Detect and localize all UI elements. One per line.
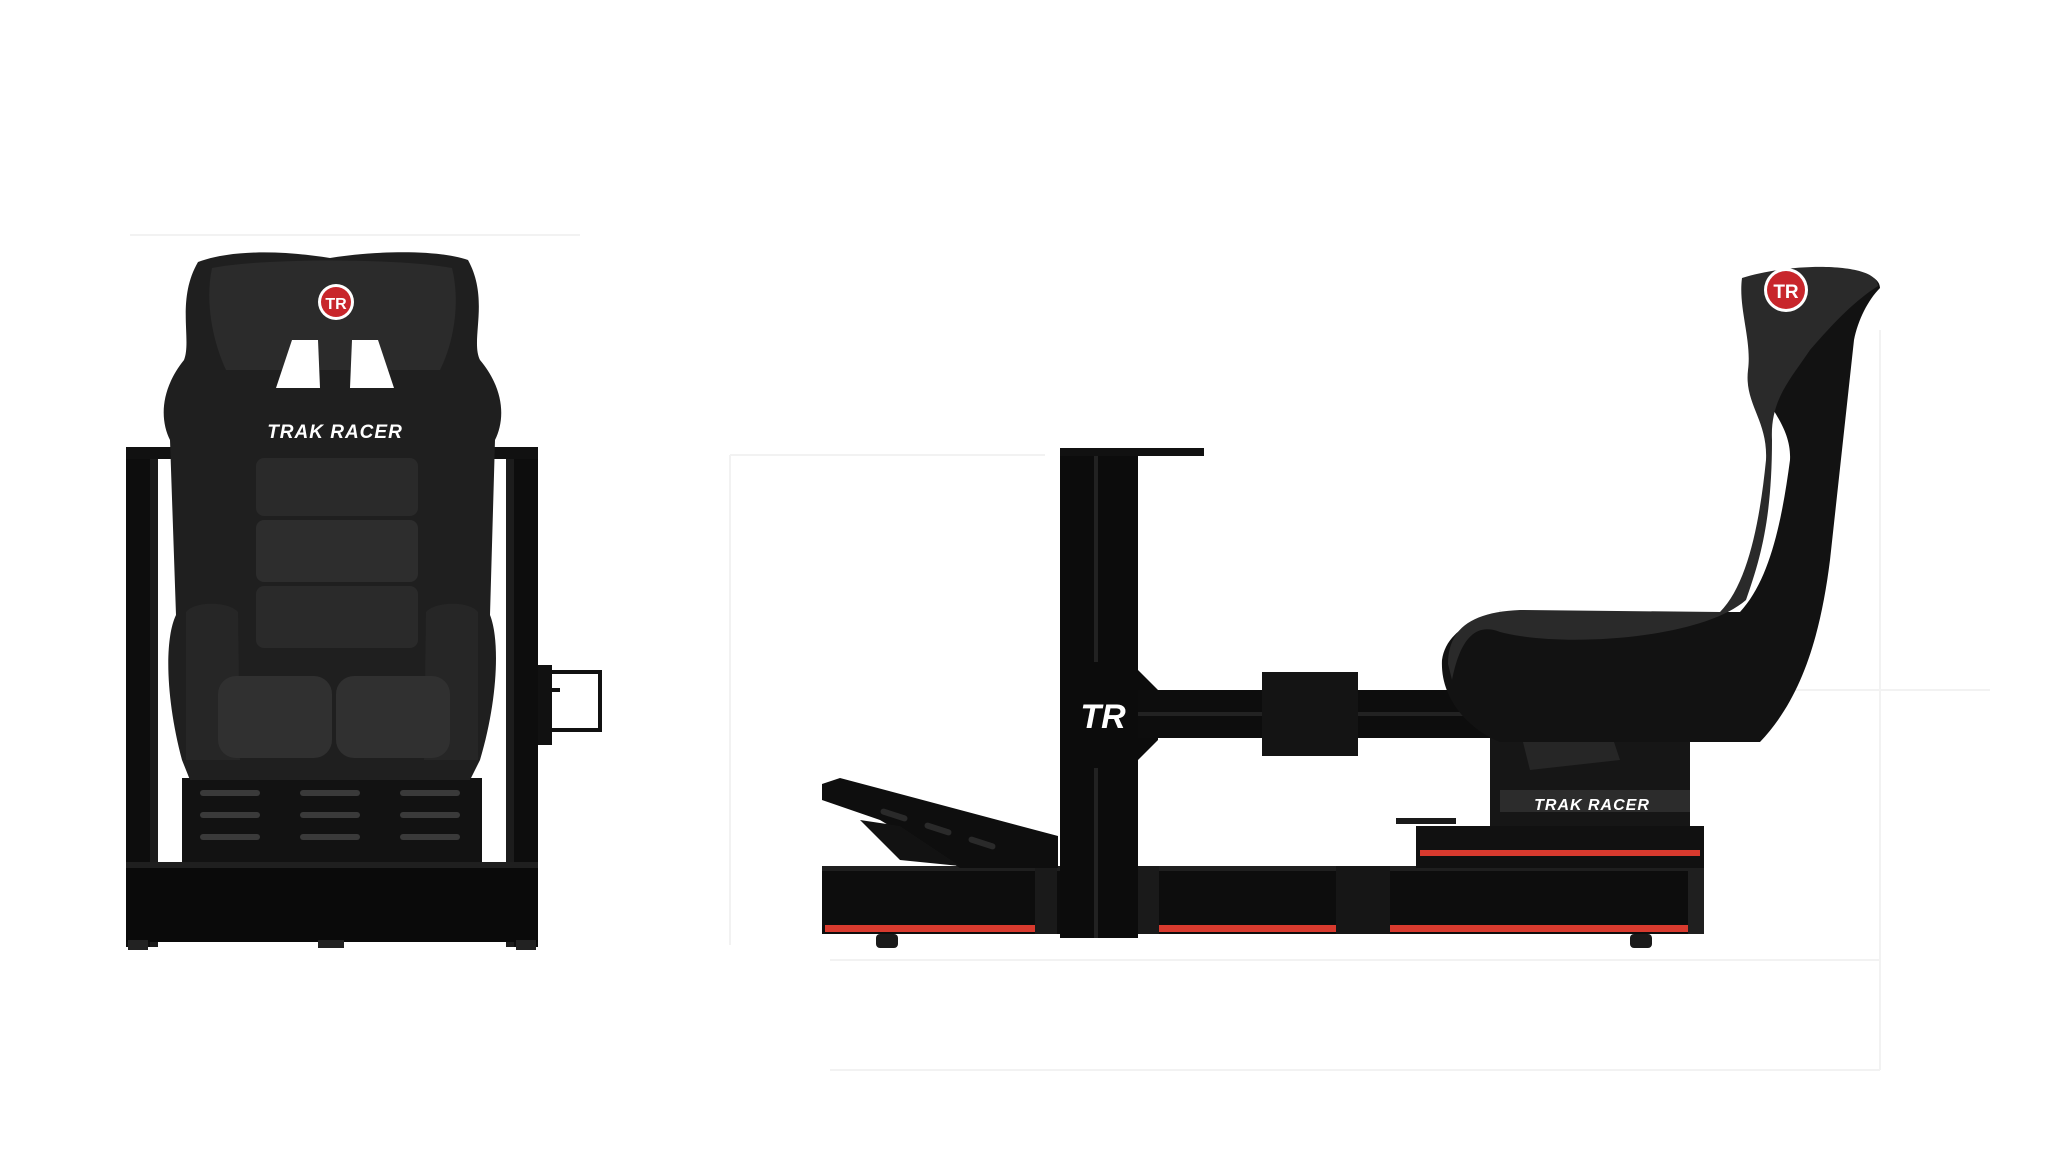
side-pedal-support [860,820,960,866]
side-seat-cushion-fabric [1448,266,1878,680]
side-rail-endcap [1688,866,1704,934]
front-back-cushion-middle [256,520,418,582]
front-right-foot [516,940,536,950]
side-view: TR TRAK RACER TR [822,266,1880,948]
side-rail-joint-1 [1035,866,1057,934]
side-seat-base-accent [1420,850,1700,856]
front-harness-slot-right [350,340,394,388]
front-slider-slots [200,790,460,840]
front-seat-cushion-right [336,676,450,758]
side-tr-logo-icon: TR [1764,268,1808,312]
side-accent-stripe-3 [1390,925,1696,932]
side-base-rail-top [822,866,1704,871]
front-base-frame [126,862,538,942]
side-logo-text: TR [1773,282,1799,303]
front-seat-shell [163,252,502,780]
front-back-cushion-upper [256,458,418,516]
front-seat-brand-label: TRAK RACER [267,422,403,443]
side-slider-lever [1396,818,1456,824]
side-wheel-deck [1060,448,1204,456]
side-base-rail [822,866,1704,934]
side-gusset-plate [1060,662,1158,768]
front-center-foot [318,940,344,948]
side-accent-stripe-1 [825,925,1035,932]
front-base-frame-highlight [126,862,538,868]
front-left-upright-inner [150,447,158,947]
side-foot-right [1630,934,1652,948]
side-rail-brand-label: TRAK RACER [1534,797,1650,814]
side-frame-logo: TR [1080,698,1126,736]
front-view: TR TRAK RACER [126,252,602,950]
front-right-upright-inner [506,447,514,947]
side-seat-base [1416,826,1704,868]
front-seat-cushion-left [218,676,332,758]
side-pedal-plate [822,778,1058,868]
side-accent-stripe-2 [1158,925,1338,932]
front-logo-text: TR [325,296,347,313]
side-seat-rail-band [1500,790,1690,812]
front-harness-slot-left [276,340,320,388]
side-pedal-plate-slots [880,808,996,850]
front-tr-logo-icon: TR [318,284,354,320]
side-foot-left [876,934,898,948]
front-shifter-bracket [538,665,552,745]
front-left-foot [128,940,148,950]
side-beam-clamp [1262,672,1358,756]
side-rail-joint-3 [1336,866,1390,934]
front-back-cushion-lower [256,586,418,648]
side-rail-joint-2 [1137,866,1159,934]
